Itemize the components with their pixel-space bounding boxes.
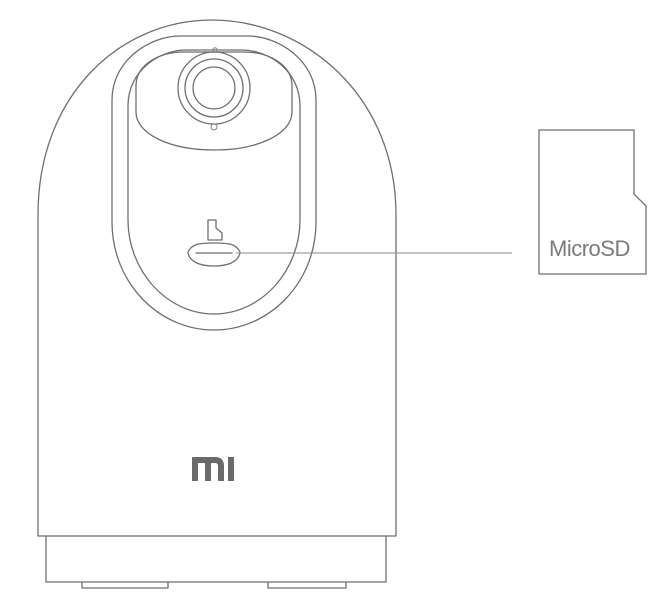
lens-icon [177,51,251,125]
status-light [210,123,218,131]
microsd-card [538,129,647,275]
microsd-card-label: MicroSD [549,236,630,261]
mi-logo-icon [192,457,234,481]
camera-head-inner [127,49,301,315]
sd-card-icon [207,219,223,241]
microsd-slot[interactable] [187,242,241,267]
camera-body [37,19,397,537]
camera-head-outer [111,35,317,331]
camera-base [45,535,387,589]
lens-housing [135,51,293,151]
